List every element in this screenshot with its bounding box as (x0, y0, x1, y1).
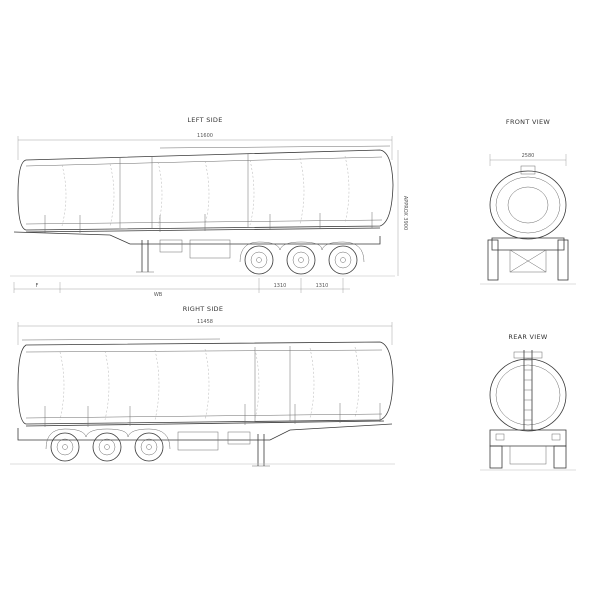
wheel (328, 245, 358, 275)
rear-bumper (489, 429, 567, 447)
axle-spacing-1: 1310 (274, 283, 287, 289)
height-value: APPROX 3900 (402, 196, 408, 230)
rear-ladder (523, 350, 533, 430)
right-side-label: RIGHT SIDE (183, 305, 224, 313)
toolbox (177, 431, 219, 451)
overall-length-value: 11600 (197, 133, 213, 139)
left-side-wheels (239, 241, 365, 275)
chassis-frame (13, 231, 381, 245)
side-rail (25, 227, 381, 233)
right-side-wheels (45, 428, 171, 462)
tank-body (17, 341, 394, 425)
wheel (92, 432, 122, 462)
wheelbase-label: WB (154, 292, 163, 298)
wheel (50, 432, 80, 462)
wheel (286, 245, 316, 275)
rear-tank-shell (489, 358, 567, 432)
chassis-frame (17, 423, 393, 441)
left-side-view: LEFT SIDE 11600 (10, 116, 408, 298)
right-length-value: 11458 (197, 319, 213, 325)
front-view: FRONT VIEW 2580 (480, 118, 576, 285)
front-bumper (491, 237, 565, 251)
tank-body (17, 149, 394, 231)
right-side-view: RIGHT SIDE 11458 (10, 305, 395, 467)
front-overhang-label: F (36, 283, 39, 289)
left-side-label: LEFT SIDE (187, 116, 222, 124)
axle-spacing-2: 1310 (316, 283, 329, 289)
rear-view: REAR VIEW (480, 333, 576, 471)
side-rail (25, 420, 385, 427)
front-view-label: FRONT VIEW (506, 118, 550, 126)
front-tank-shell (489, 170, 567, 240)
toolbox (189, 239, 231, 259)
width-value: 2580 (522, 153, 535, 159)
wheel (244, 245, 274, 275)
wheel (134, 432, 164, 462)
rear-view-label: REAR VIEW (508, 333, 548, 341)
